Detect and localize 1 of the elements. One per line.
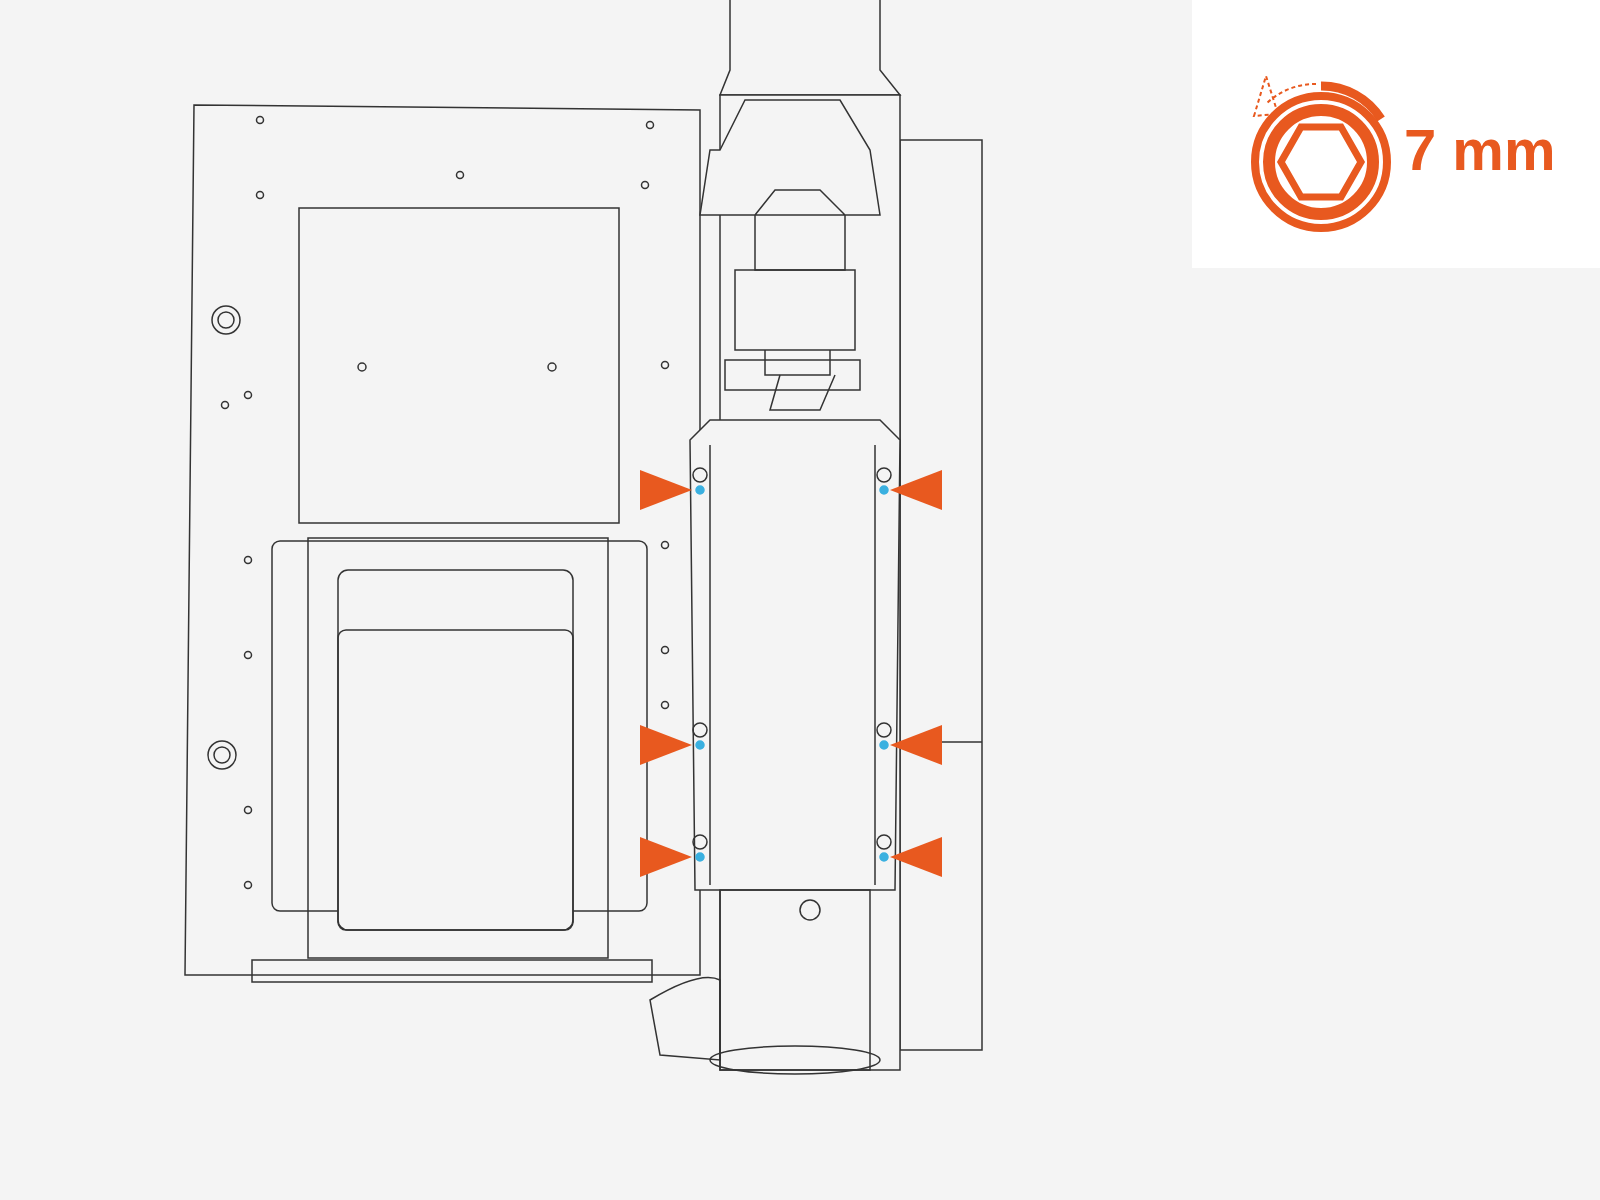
socket-size-label: 7 mm (1404, 115, 1556, 184)
